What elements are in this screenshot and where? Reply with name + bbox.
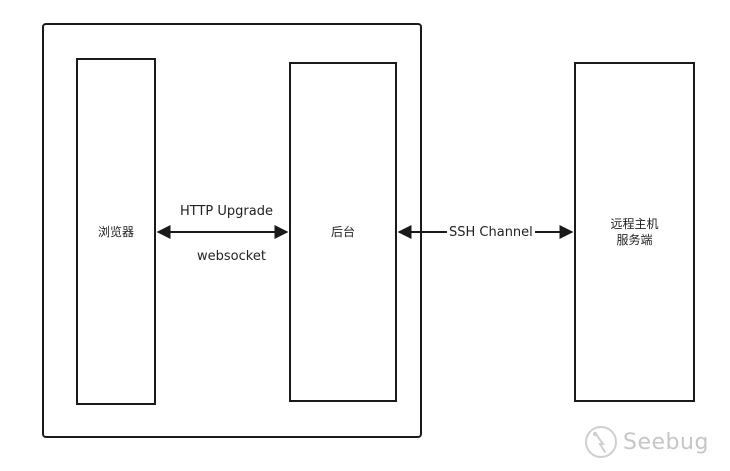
backend-label: 后台 [330, 225, 355, 239]
seebug-watermark-text: Seebug [623, 429, 709, 455]
browser-node: 浏览器 [76, 58, 156, 405]
http-upgrade-label: HTTP Upgrade [180, 204, 273, 219]
ssh-channel-label: SSH Channel [447, 225, 535, 241]
backend-node: 后台 [289, 62, 397, 402]
remote-label-line1: 远程主机 [610, 217, 659, 231]
browser-label: 浏览器 [97, 224, 134, 239]
remote-server-node: 远程主机 服务端 [574, 62, 695, 402]
remote-label-line2: 服务端 [616, 233, 653, 247]
seebug-logo-icon [585, 426, 617, 458]
websocket-label: websocket [197, 249, 266, 264]
seebug-watermark: Seebug [583, 424, 709, 460]
